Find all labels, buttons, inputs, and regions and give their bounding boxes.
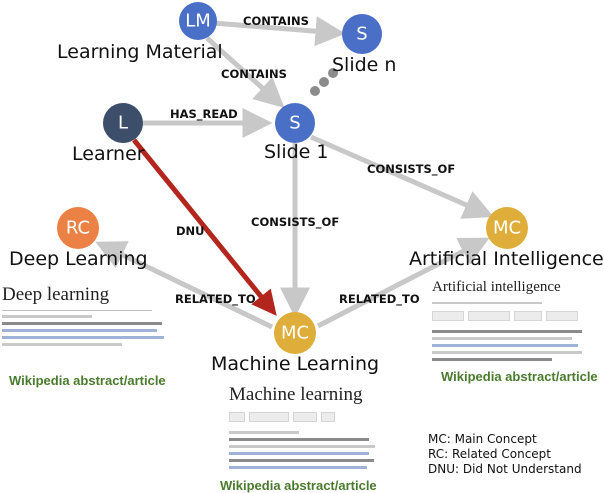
edge-lm-slide-n: [212, 16, 346, 47]
node-slide-n: S Slide n: [332, 14, 396, 76]
wiki-title: Deep learning: [2, 284, 110, 305]
edge-label-slide-1-ai: CONSISTS_OF: [367, 162, 455, 177]
node-label: Machine Learning: [211, 353, 379, 375]
node-label: Artificial Intelligence: [409, 248, 604, 270]
node-abbr: S: [289, 113, 300, 134]
wiki-thumbnail-machine-learning: Machine learning: [229, 384, 379, 470]
legend-dnu: DNU: Did Not Understand: [428, 462, 582, 476]
edge-learner-ml-dnu: [132, 138, 277, 316]
node-learner: L Learner: [72, 103, 145, 165]
node-abbr: RC: [66, 218, 90, 239]
edge-label-slide-1-ml: CONSISTS_OF: [251, 215, 339, 230]
edge-ml-deep-learning: [95, 241, 274, 330]
ellipsis-dot: [310, 86, 320, 96]
node-label: Slide n: [332, 54, 396, 76]
legend-rc: RC: Related Concept: [428, 447, 551, 461]
node-machine-learning: MC Machine Learning: [211, 312, 379, 375]
edge-ml-ai: [316, 237, 490, 329]
node-abbr: LM: [185, 11, 211, 32]
node-label: Learning Material: [57, 41, 223, 63]
node-artificial-intelligence: MC Artificial Intelligence: [409, 207, 604, 270]
node-abbr: MC: [493, 218, 521, 239]
edge-label-learner-slide-1: HAS_READ: [170, 107, 238, 122]
node-label: Slide 1: [264, 141, 329, 163]
node-abbr: MC: [281, 323, 309, 344]
edge-label-ml-ai: RELATED_TO: [339, 292, 420, 307]
node-learning-material: LM Learning Material: [57, 2, 223, 63]
wiki-caption-deep-learning: Wikipedia abstract/article: [9, 373, 166, 388]
edge-slide-1-ai: [309, 134, 494, 219]
wiki-title: Machine learning: [229, 384, 363, 405]
node-label: Learner: [72, 143, 145, 165]
wiki-caption-machine-learning: Wikipedia abstract/article: [220, 478, 377, 493]
edge-label-lm-slide-1: CONTAINS: [221, 67, 287, 81]
node-label: Deep Learning: [9, 248, 148, 270]
legend-mc: MC: Main Concept: [428, 432, 537, 446]
edge-lm-slide-1: [205, 36, 285, 109]
ellipsis-dot: [328, 68, 338, 78]
edge-label-ml-deep-learning: RELATED_TO: [175, 292, 256, 307]
wiki-thumbnail-deep-learning: Deep learning: [2, 284, 170, 364]
edge-label-learner-ml-dnu: DNU: [176, 224, 205, 238]
node-abbr: L: [118, 113, 128, 134]
legend: MC: Main Concept RC: Related Concept DNU…: [428, 432, 582, 477]
node-deep-learning: RC Deep Learning: [9, 207, 148, 270]
node-abbr: S: [356, 24, 367, 45]
wiki-caption-artificial-intelligence: Wikipedia abstract/article: [441, 369, 598, 384]
ellipsis-dot: [319, 77, 329, 87]
edge-label-lm-slide-n: CONTAINS: [243, 14, 309, 28]
wiki-title: Artificial intelligence: [432, 279, 561, 295]
node-slide-1: S Slide 1: [264, 103, 329, 163]
wiki-thumbnail-artificial-intelligence: Artificial intelligence: [432, 276, 586, 361]
